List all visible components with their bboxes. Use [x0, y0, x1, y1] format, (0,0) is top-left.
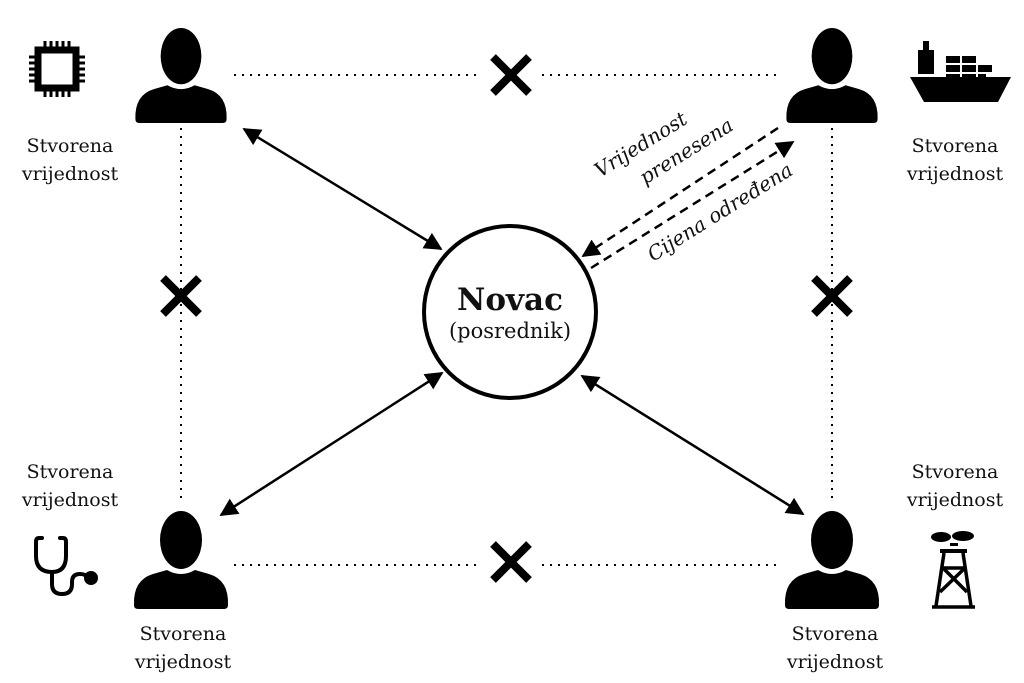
arrow-top-left — [242, 127, 443, 251]
caption-bottom-left-1: Stvorena — [27, 461, 114, 483]
caption-top-right-2: vrijednost — [906, 163, 1004, 185]
caption-top-left-2: vrijednost — [21, 163, 119, 185]
dashed-arrow-price — [590, 140, 795, 270]
arrow-bottom-left — [219, 371, 444, 517]
blocked-x-icon-top — [490, 54, 532, 96]
stethoscope-chestpiece — [84, 571, 98, 585]
person-icon-top-right — [786, 27, 878, 124]
caption-bottom-right-1: Stvorena — [912, 461, 999, 483]
blocked-x-icon-right — [811, 275, 853, 317]
dashed-arrow-value — [581, 126, 779, 258]
money-intermediary-circle — [422, 224, 598, 400]
oil-derrick-icon — [931, 531, 975, 609]
person-icon-top-left — [135, 27, 227, 124]
caption-bottom-left-2: vrijednost — [21, 489, 119, 511]
caption-top-left-1: Stvorena — [27, 135, 114, 157]
center-subtitle: (posrednik) — [449, 319, 571, 343]
microchip-icon — [29, 41, 85, 97]
caption-bottom-right-2: vrijednost — [906, 489, 1004, 511]
person-icon-bottom-right — [784, 511, 880, 609]
blocked-x-icon-left — [160, 275, 202, 317]
caption-bottom-right-person-1: Stvorena — [792, 623, 879, 645]
blocked-x-icon-bottom — [490, 541, 532, 583]
caption-top-right-1: Stvorena — [912, 135, 999, 157]
stethoscope-icon — [34, 536, 90, 597]
caption-bottom-left-person-2: vrijednost — [134, 651, 232, 673]
cargo-ship-icon — [910, 41, 1011, 102]
caption-bottom-left-person-1: Stvorena — [140, 623, 227, 645]
person-icon-bottom-left — [133, 511, 229, 609]
center-title: Novac — [457, 282, 563, 318]
caption-bottom-right-person-2: vrijednost — [786, 651, 884, 673]
arrow-bottom-right — [580, 374, 805, 516]
